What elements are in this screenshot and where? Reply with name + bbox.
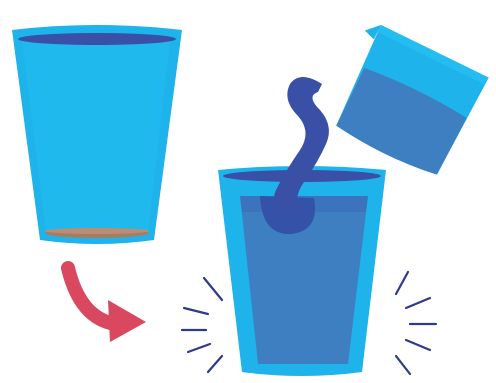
- residue-highlight: [45, 228, 149, 234]
- water-glass-icon: [218, 166, 386, 376]
- arrow-shaft: [68, 268, 115, 324]
- motion-line: [396, 272, 408, 294]
- motion-line: [406, 298, 430, 308]
- motion-line: [396, 356, 410, 374]
- motion-line: [184, 308, 208, 314]
- curved-arrow-icon: [68, 268, 146, 342]
- motion-line: [188, 344, 210, 352]
- motion-line: [406, 340, 430, 350]
- pouring-pitcher-icon: [320, 20, 489, 180]
- empty-glass-rim: [18, 33, 176, 45]
- motion-line: [204, 278, 222, 300]
- empty-glass-inner-shade: [22, 40, 170, 232]
- empty-glass-icon: [12, 25, 182, 244]
- motion-lines-icon: [396, 272, 436, 374]
- arrow-head: [108, 300, 146, 342]
- motion-lines-icon: [182, 278, 222, 372]
- motion-line: [208, 356, 222, 372]
